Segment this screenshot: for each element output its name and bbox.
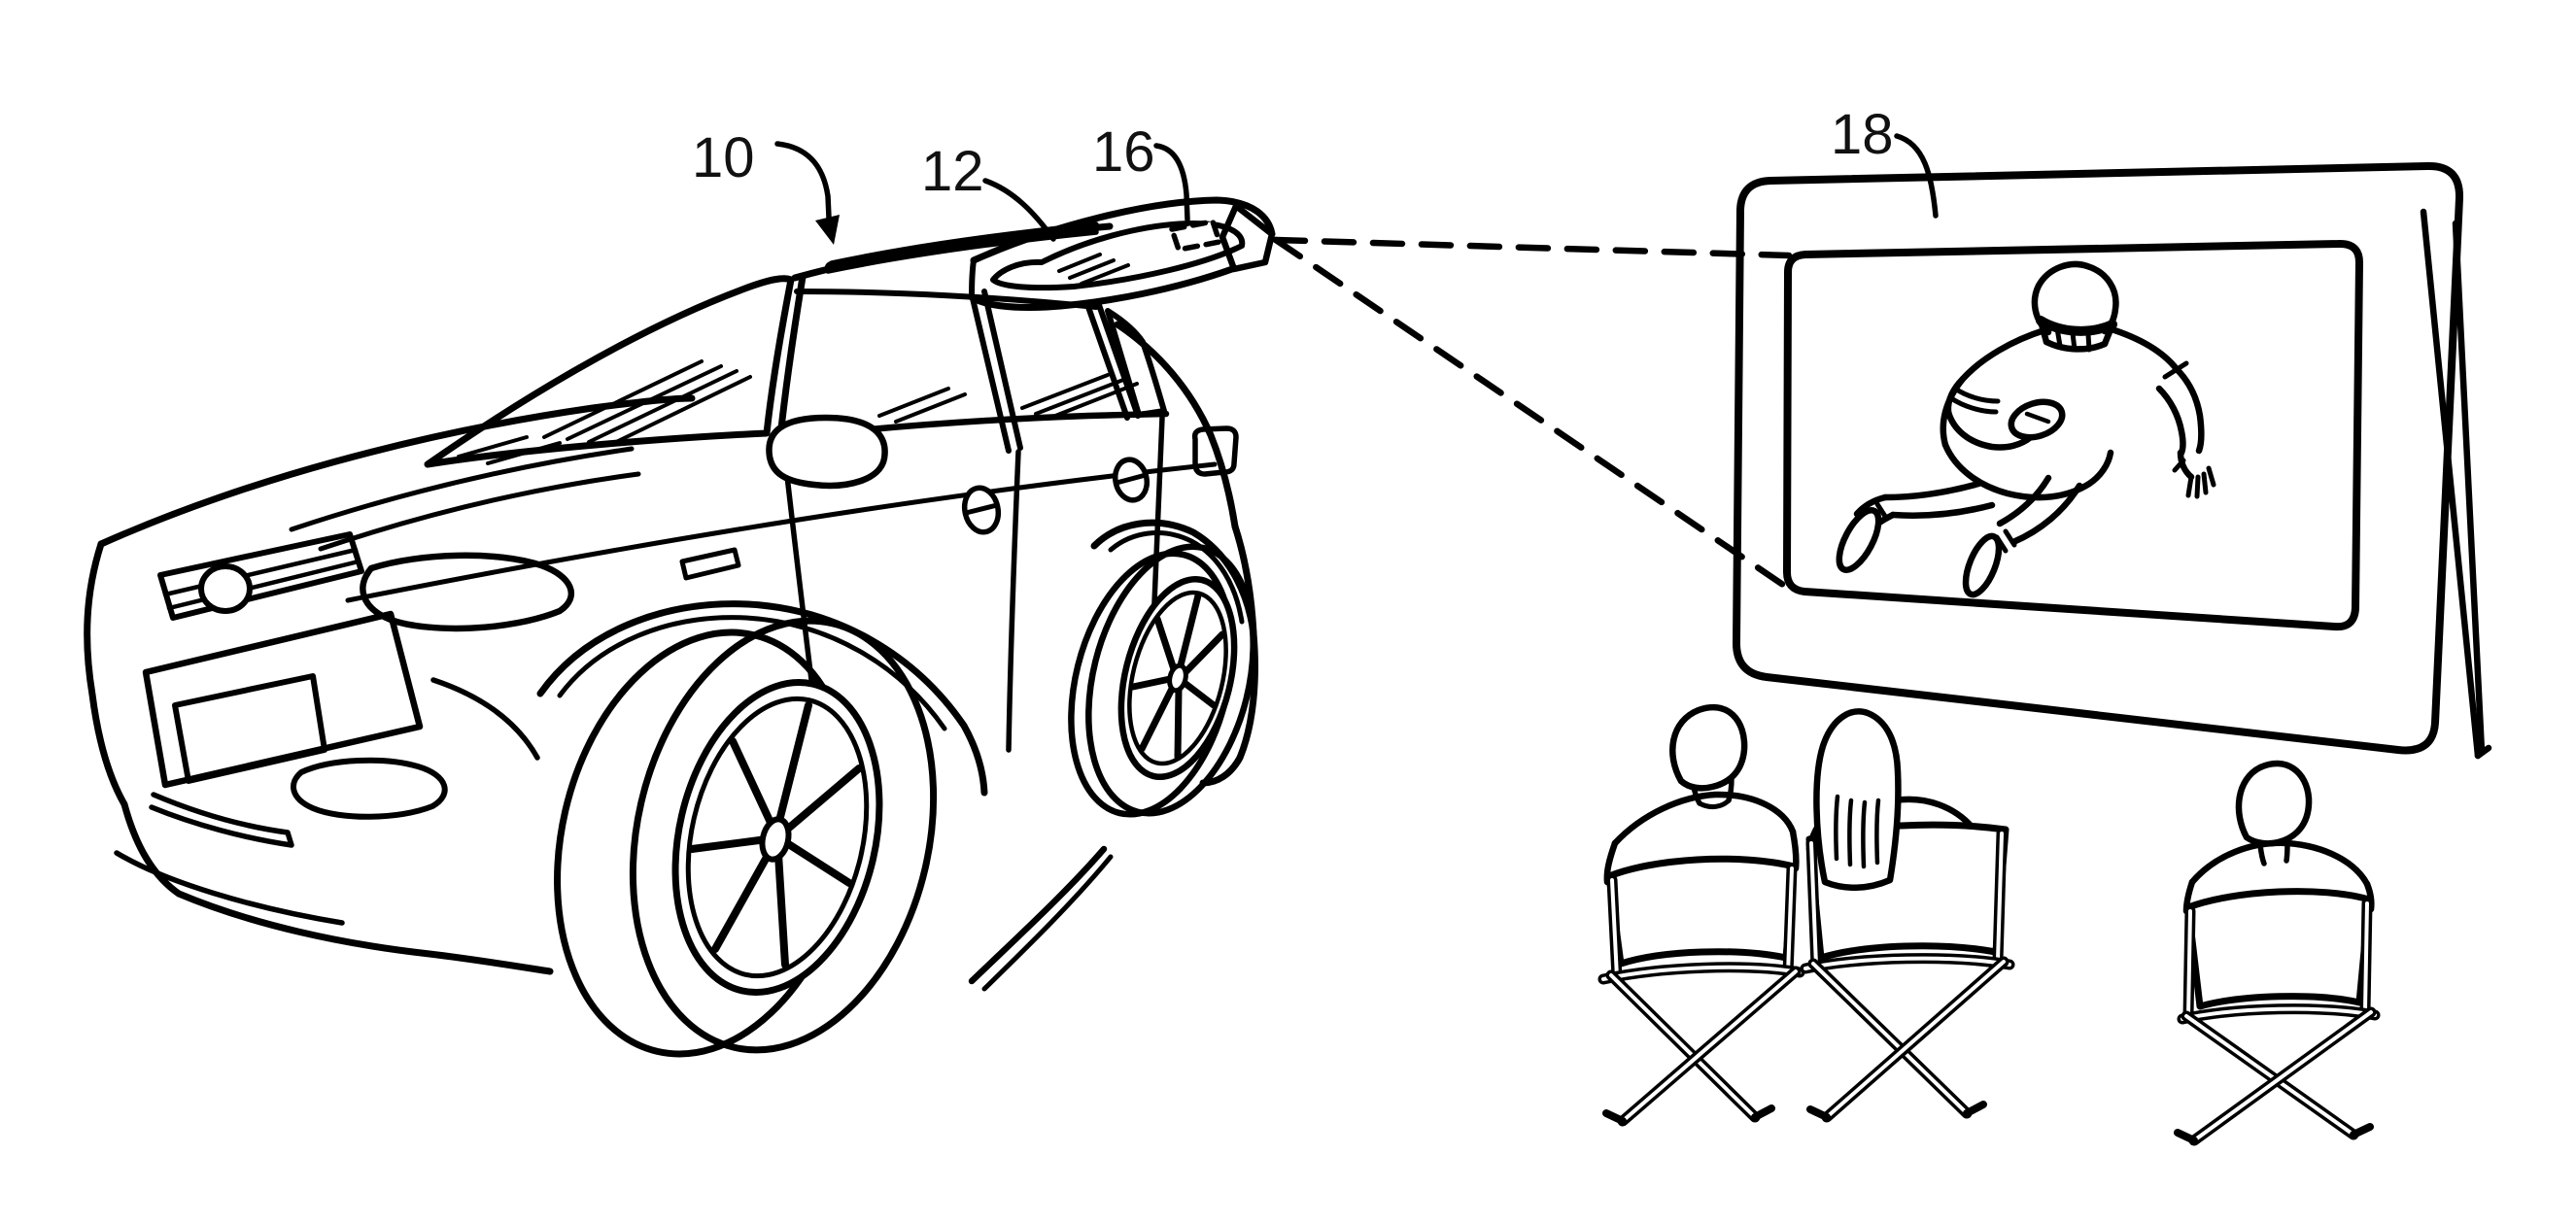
- head: [2235, 760, 2313, 847]
- ref-num-10: 10: [692, 126, 755, 189]
- ref-num-12: 12: [921, 140, 984, 203]
- label-18: [1894, 133, 1939, 219]
- fog-lamp: [291, 757, 448, 820]
- door-handle-rear: [1113, 457, 1150, 503]
- label-10: [774, 141, 840, 245]
- vehicle: [84, 196, 1276, 1058]
- front-grille: [157, 531, 364, 621]
- chair-1: [1597, 855, 1805, 1127]
- fuel-door: [1191, 425, 1239, 477]
- football-player: [1836, 260, 2216, 598]
- liftgate-open: [968, 196, 1276, 311]
- projection-screen: [1732, 161, 2492, 760]
- projection-beam: [1272, 236, 1793, 591]
- ref-num-16: 16: [1092, 120, 1155, 184]
- rear-wheel: [1068, 543, 1256, 818]
- shoe-left: [1836, 507, 1882, 573]
- label-16: [1153, 143, 1190, 222]
- label-12: [982, 178, 1056, 242]
- ref-num-18: 18: [1831, 103, 1894, 166]
- headlight: [360, 552, 574, 632]
- brand-emblem-icon: [198, 563, 253, 614]
- head: [1669, 703, 1748, 792]
- shoe-right: [1962, 532, 2003, 598]
- person-3: [2182, 760, 2375, 915]
- projector-16: [1169, 219, 1222, 253]
- license-plate: [172, 673, 327, 784]
- screen-stand-leg: [2420, 208, 2482, 760]
- front-wheel: [554, 617, 938, 1058]
- chair-3: [2174, 888, 2381, 1146]
- audience: [1597, 703, 2381, 1146]
- person-2-hair: [1813, 708, 1902, 891]
- reference-labels: [774, 133, 1939, 245]
- door-handle-front: [961, 485, 1002, 535]
- side-mirror: [766, 414, 888, 490]
- person-1: [1603, 703, 1800, 886]
- long-hair: [1813, 708, 1902, 891]
- arrowhead-icon: [815, 215, 840, 245]
